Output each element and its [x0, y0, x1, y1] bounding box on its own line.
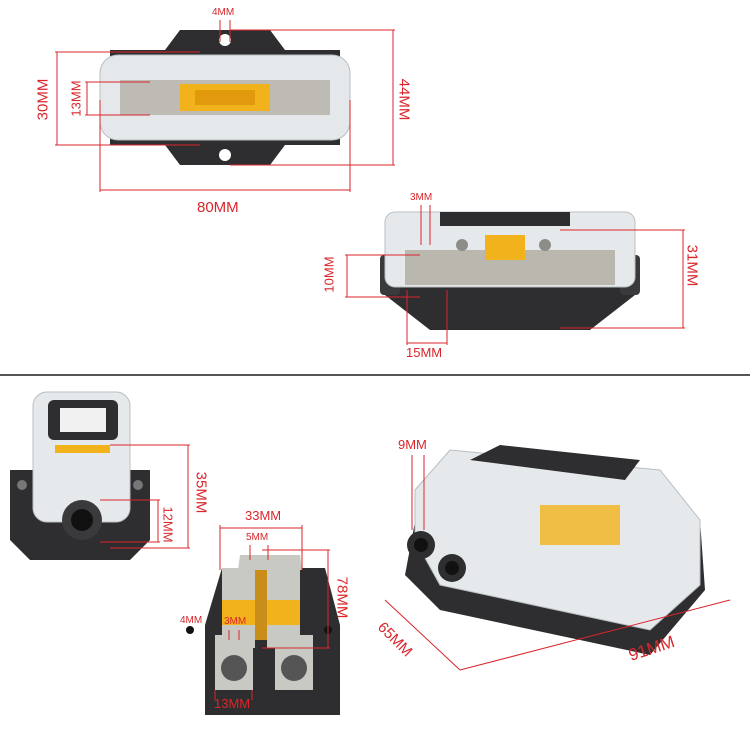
dim-label: 10MM [321, 256, 337, 293]
open-view-dimension-lines [214, 525, 330, 700]
top-view-fuse-holder [99, 30, 351, 165]
dim-label: 12MM [160, 506, 176, 543]
side-view-dimension-lines [345, 205, 685, 345]
dim-label: 80MM [197, 199, 239, 216]
dim-label: 33MM [245, 508, 282, 523]
dim-label: 30MM [34, 78, 52, 121]
dim-label: 31MM [683, 244, 701, 287]
dim-label: 5MM [246, 532, 269, 543]
iso-view-dimension-lines [384, 455, 731, 671]
front-view-fuse-holder [10, 391, 150, 560]
dim-label: 13MM [68, 80, 84, 117]
front-view-dimension-lines [100, 444, 190, 549]
dim-label: 3MM [224, 616, 247, 627]
iso-view-fuse-holder [405, 445, 705, 655]
dim-label: 44MM [395, 78, 413, 121]
open-view-fuse-holder [186, 555, 340, 715]
dim-label: 13MM [214, 696, 251, 711]
dim-label: 4MM [212, 7, 235, 18]
dim-label: 4MM [180, 615, 203, 626]
dim-label: 78MM [333, 576, 351, 619]
dim-label: 9MM [398, 437, 427, 452]
dim-label: 35MM [192, 471, 210, 514]
top-view-dimension-lines [55, 20, 395, 192]
section-divider [0, 374, 750, 376]
dim-label: 15MM [406, 345, 443, 360]
dim-label: 3MM [410, 192, 433, 203]
